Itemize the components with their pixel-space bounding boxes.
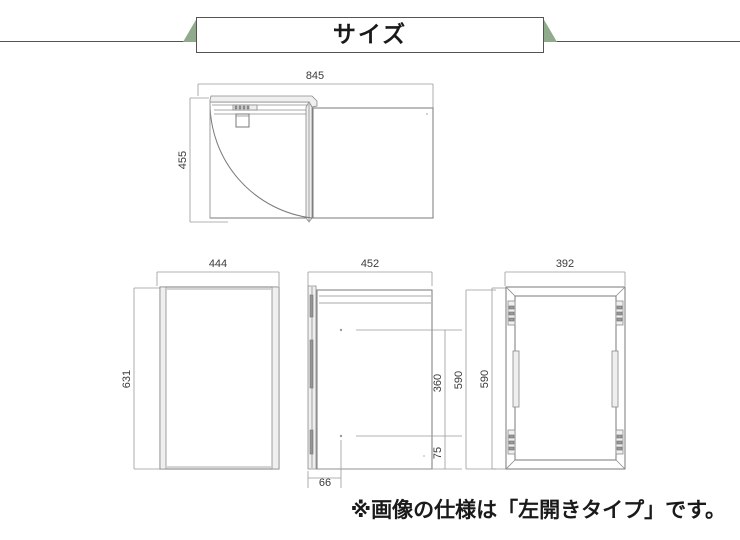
dimension-360-label: 360 bbox=[432, 374, 444, 392]
dimension-444: 444 bbox=[156, 258, 280, 286]
dimension-66: 66 bbox=[307, 440, 342, 489]
banner: サイズ bbox=[0, 0, 740, 62]
dimension-452: 452 bbox=[307, 258, 433, 286]
side-view-hinge-lower bbox=[309, 429, 314, 455]
dimension-452-label: 452 bbox=[361, 258, 379, 270]
banner-flange-right-icon bbox=[543, 18, 557, 42]
dimension-590-side: 590 bbox=[453, 289, 496, 470]
dimension-845: 845 bbox=[197, 70, 434, 108]
rear-view-bracket-top-right bbox=[615, 300, 624, 326]
top-view-lid bbox=[209, 95, 318, 108]
top-view-door-panel bbox=[209, 101, 313, 219]
banner-flange-left-icon bbox=[183, 18, 197, 42]
dimension-444-label: 444 bbox=[209, 258, 227, 270]
rear-view-bracket-bottom-left bbox=[507, 429, 516, 455]
top-view-lock-plate bbox=[232, 104, 258, 111]
side-view-mount-hole-lower bbox=[339, 434, 343, 438]
dimension-392-label: 392 bbox=[556, 258, 574, 270]
top-view-lock-body bbox=[235, 113, 250, 128]
dimension-590-side-label: 590 bbox=[453, 371, 465, 389]
side-view: 452 360 75 bbox=[307, 258, 496, 489]
rear-view: 392 590 bbox=[479, 258, 626, 470]
dimension-590-rear: 590 bbox=[479, 287, 508, 470]
banner-box: サイズ bbox=[196, 17, 544, 53]
side-view-mount-hole-upper bbox=[339, 328, 343, 332]
note-caption: ※画像の仕様は「左開きタイプ」です。 bbox=[350, 498, 726, 522]
dimension-392: 392 bbox=[504, 258, 626, 286]
side-view-marker-dot bbox=[423, 455, 425, 457]
top-view-carcase bbox=[312, 107, 434, 219]
dimension-360: 360 bbox=[432, 330, 446, 436]
dimension-590-rear-label: 590 bbox=[479, 370, 491, 388]
dimension-631-label: 631 bbox=[121, 370, 133, 388]
dimension-455-label: 455 bbox=[177, 151, 189, 169]
front-view: 444 631 bbox=[121, 258, 280, 470]
front-view-right-stile bbox=[271, 286, 280, 470]
side-view-hinge-column bbox=[307, 285, 317, 470]
side-view-body bbox=[316, 289, 433, 470]
rear-view-bracket-top-left bbox=[507, 300, 516, 326]
dimension-455: 455 bbox=[177, 97, 228, 223]
dimension-75-label: 75 bbox=[432, 447, 444, 459]
rear-view-frame bbox=[505, 286, 626, 470]
side-view-hinge-mid bbox=[309, 339, 314, 389]
dimension-845-label: 845 bbox=[306, 70, 324, 82]
front-view-body bbox=[159, 286, 280, 470]
side-view-hinge-upper bbox=[309, 294, 314, 318]
dimension-66-label: 66 bbox=[319, 477, 331, 489]
rear-view-bracket-bottom-right bbox=[615, 429, 624, 455]
top-view-hinge-stile bbox=[305, 101, 313, 223]
rear-view-rail-left bbox=[512, 350, 520, 408]
top-view-swing-arc bbox=[209, 101, 313, 219]
rear-view-rail-right bbox=[611, 350, 619, 408]
dimension-75: 75 bbox=[432, 436, 446, 469]
top-view-marker-dot bbox=[426, 113, 428, 115]
front-view-left-stile bbox=[159, 286, 167, 470]
top-view: 845 455 bbox=[177, 70, 434, 223]
rear-view-panel bbox=[514, 295, 617, 461]
page-title: サイズ bbox=[332, 21, 408, 48]
dimension-631: 631 bbox=[121, 287, 160, 470]
